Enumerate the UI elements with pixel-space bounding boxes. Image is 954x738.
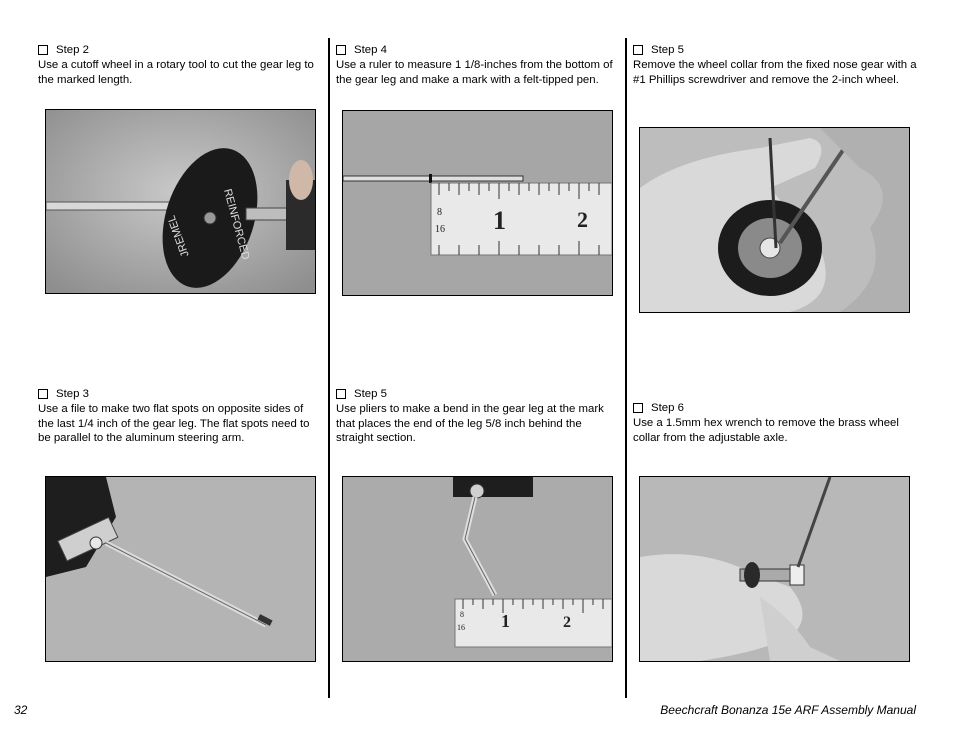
- step-heading-text: Step 5: [354, 388, 387, 400]
- photo-bend-gear-leg: 8 16 1 2: [342, 476, 613, 662]
- manual-title: Beechcraft Bonanza 15e ARF Assembly Manu…: [660, 703, 916, 717]
- step-checkbox[interactable]: [336, 45, 346, 56]
- photo-hex-wrench-illustration: [640, 477, 909, 661]
- step-block: Step 4 Use a ruler to measure 1 1/8-inch…: [336, 43, 620, 87]
- ruler-big-label: 1: [501, 611, 510, 631]
- column-divider-2: [625, 38, 627, 698]
- photo-hex-wrench: [639, 476, 910, 662]
- step-heading-text: Step 4: [354, 44, 387, 56]
- ruler-big-label: 2: [563, 614, 571, 631]
- photo-cutoff-wheel: REINFORCED JREMEL: [45, 109, 316, 294]
- step-heading: Step 6: [633, 401, 923, 416]
- photo-wheel-removal: [639, 127, 910, 313]
- step-checkbox[interactable]: [336, 389, 346, 400]
- step-text: Use a file to make two flat spots on opp…: [38, 402, 310, 445]
- step-text: Remove the wheel collar from the fixed n…: [633, 58, 917, 86]
- step-text: Use pliers to make a bend in the gear le…: [336, 402, 604, 445]
- step-block: Step 5 Remove the wheel collar from the …: [633, 43, 923, 87]
- photo-ruler-measure-illustration: 8 16 1 2: [343, 111, 612, 295]
- ruler-small-label: 16: [435, 224, 445, 235]
- step-heading-text: Step 6: [651, 402, 684, 414]
- ruler-big-label: 2: [577, 207, 588, 232]
- step-heading-text: Step 3: [56, 388, 89, 400]
- ruler-small-label: 8: [437, 207, 442, 218]
- step-checkbox[interactable]: [633, 45, 643, 56]
- step-heading: Step 3: [38, 387, 322, 402]
- photo-file-flat-spots: [45, 476, 316, 662]
- ruler-big-label: 1: [493, 206, 506, 235]
- step-heading: Step 5: [633, 43, 923, 58]
- page-number: 32: [14, 703, 28, 717]
- step-block: Step 2 Use a cutoff wheel in a rotary to…: [38, 43, 322, 87]
- photo-ruler-measure: 8 16 1 2: [342, 110, 613, 296]
- step-checkbox[interactable]: [633, 403, 643, 414]
- step-heading: Step 4: [336, 43, 620, 58]
- ruler-small-label: 16: [457, 623, 465, 632]
- photo-file-flat-spots-illustration: [46, 477, 315, 661]
- step-heading-text: Step 5: [651, 44, 684, 56]
- step-text: Use a cutoff wheel in a rotary tool to c…: [38, 58, 314, 86]
- step-text: Use a ruler to measure 1 1/8-inches from…: [336, 58, 613, 86]
- ruler-small-label: 8: [460, 610, 464, 619]
- step-heading: Step 2: [38, 43, 322, 58]
- step-block: Step 3 Use a file to make two flat spots…: [38, 387, 322, 446]
- column-divider-1: [328, 38, 330, 698]
- step-heading: Step 5: [336, 387, 620, 402]
- step-heading-text: Step 2: [56, 44, 89, 56]
- photo-wheel-removal-illustration: [640, 128, 909, 312]
- step-checkbox[interactable]: [38, 45, 48, 56]
- step-checkbox[interactable]: [38, 389, 48, 400]
- step-text: Use a 1.5mm hex wrench to remove the bra…: [633, 416, 899, 444]
- step-block: Step 5 Use pliers to make a bend in the …: [336, 387, 620, 446]
- photo-cutoff-wheel-illustration: REINFORCED JREMEL: [46, 110, 315, 293]
- photo-bend-gear-leg-illustration: 8 16 1 2: [343, 477, 612, 661]
- step-block: Step 6 Use a 1.5mm hex wrench to remove …: [633, 401, 923, 445]
